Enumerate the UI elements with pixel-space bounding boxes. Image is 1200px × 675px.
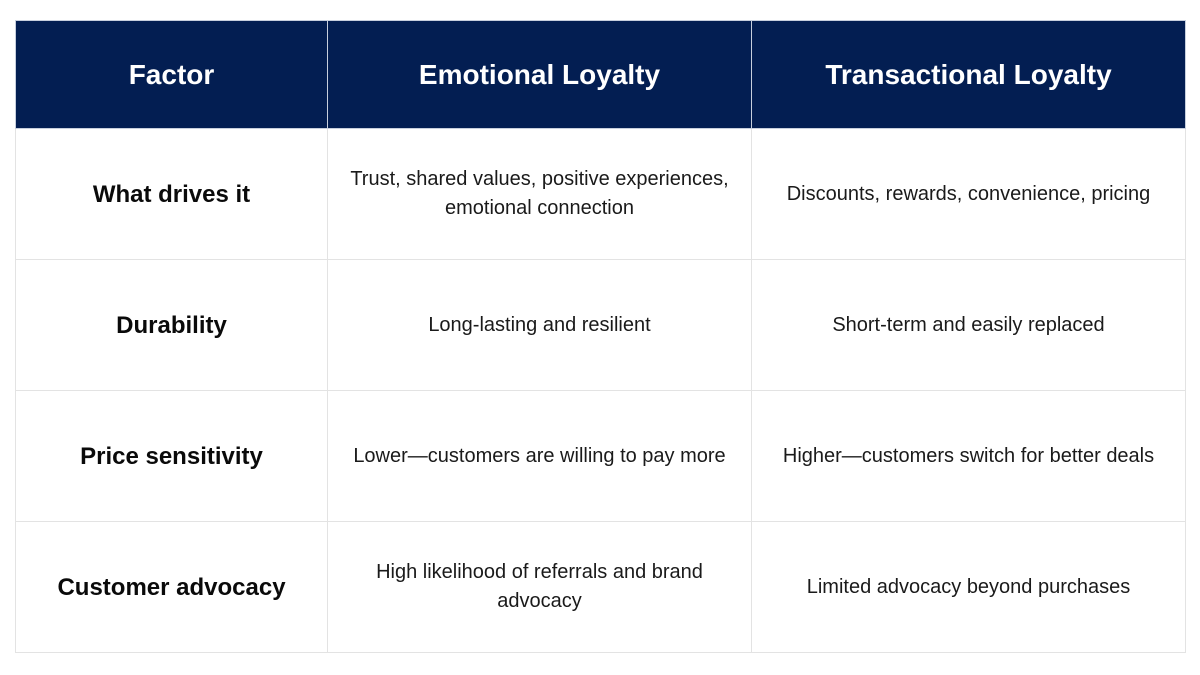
factor-cell: Price sensitivity xyxy=(15,390,328,522)
emotional-cell: Trust, shared values, positive experienc… xyxy=(327,128,752,260)
header-factor: Factor xyxy=(15,20,328,129)
factor-cell: Customer advocacy xyxy=(15,521,328,653)
transactional-cell: Short-term and easily replaced xyxy=(751,259,1186,391)
transactional-cell: Higher—customers switch for better deals xyxy=(751,390,1186,522)
transactional-cell: Limited advocacy beyond purchases xyxy=(751,521,1186,653)
comparison-table-container: Factor Emotional Loyalty Transactional L… xyxy=(15,20,1186,653)
header-emotional-loyalty: Emotional Loyalty xyxy=(327,20,752,129)
header-transactional-loyalty: Transactional Loyalty xyxy=(751,20,1186,129)
emotional-cell: High likelihood of referrals and brand a… xyxy=(327,521,752,653)
factor-cell: What drives it xyxy=(15,128,328,260)
emotional-cell: Lower—customers are willing to pay more xyxy=(327,390,752,522)
loyalty-comparison-table: Factor Emotional Loyalty Transactional L… xyxy=(15,20,1186,653)
emotional-cell: Long-lasting and resilient xyxy=(327,259,752,391)
table-row: Customer advocacy High likelihood of ref… xyxy=(15,521,1186,653)
factor-cell: Durability xyxy=(15,259,328,391)
table-row: Price sensitivity Lower—customers are wi… xyxy=(15,390,1186,522)
table-row: What drives it Trust, shared values, pos… xyxy=(15,128,1186,260)
header-row: Factor Emotional Loyalty Transactional L… xyxy=(15,20,1186,129)
table-row: Durability Long-lasting and resilient Sh… xyxy=(15,259,1186,391)
transactional-cell: Discounts, rewards, convenience, pricing xyxy=(751,128,1186,260)
